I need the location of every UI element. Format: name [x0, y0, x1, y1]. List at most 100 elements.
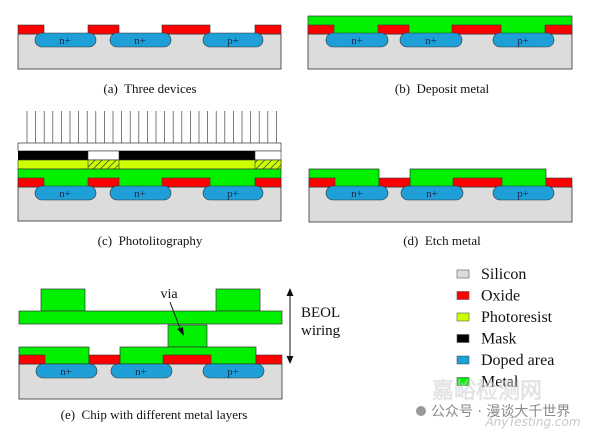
doped-area	[109, 185, 172, 201]
panel-a: n+ n+ p+ (a) Three devices	[17, 24, 282, 96]
exposed-photoresist	[254, 159, 282, 170]
device-label: n+	[135, 366, 147, 378]
watermark-site: AnyTesting.com	[484, 415, 580, 429]
legend-swatch	[456, 291, 470, 300]
oxide-segment	[308, 177, 336, 188]
device-label: p+	[227, 188, 239, 200]
legend-swatch	[456, 355, 470, 365]
beol-label-wiring: wiring	[301, 323, 341, 339]
mask-opening	[87, 150, 120, 161]
doped-area	[400, 185, 464, 201]
device-label: n+	[60, 366, 72, 378]
upper-metal-line	[18, 310, 283, 325]
device-label: n+	[59, 35, 71, 47]
caption-c: (c) Photolitography	[98, 233, 203, 248]
upper-metal-pad	[40, 288, 86, 312]
doped-area	[492, 32, 555, 48]
upper-metal-pad	[215, 288, 261, 312]
legend-label: Metal	[481, 374, 519, 391]
oxide-segment	[254, 24, 282, 35]
doped-area	[109, 32, 172, 48]
oxide-segment	[451, 24, 502, 35]
device-label: p+	[227, 35, 239, 47]
doped-area	[325, 185, 389, 201]
metal-layer	[17, 168, 282, 188]
oxide-segment	[18, 354, 46, 365]
device-label: n+	[425, 35, 437, 47]
oxide-segment	[254, 177, 282, 188]
legend-label: Silicon	[481, 266, 526, 283]
panel-d: n+ n+ p+ (d) Etch metal	[308, 168, 573, 248]
doped-area	[34, 185, 97, 201]
device-label: n+	[134, 35, 146, 47]
caption-a: (a) Three devices	[103, 81, 196, 96]
oxide-segment	[255, 354, 283, 365]
device-label: n+	[134, 188, 146, 200]
oxide-segment	[378, 177, 411, 188]
legend-label: Photoresist	[481, 309, 553, 326]
oxide-segment	[161, 177, 211, 188]
oxide-segment	[162, 354, 212, 365]
oxide-segment	[161, 24, 211, 35]
caption-b: (b) Deposit metal	[395, 81, 490, 96]
beol-arrowhead-up	[286, 288, 294, 296]
doped-area	[202, 185, 264, 201]
via-pointer-arrow	[169, 301, 182, 332]
device-label: n+	[426, 188, 438, 200]
legend-swatch	[456, 269, 470, 279]
device-label: n+	[351, 188, 363, 200]
metal-layer	[307, 15, 573, 35]
mask-opening	[254, 150, 282, 161]
legend-swatch	[456, 334, 470, 343]
doped-area	[110, 363, 173, 379]
oxide-segment	[452, 177, 503, 188]
mask-opaque	[119, 151, 255, 160]
device-label: p+	[517, 188, 529, 200]
mask-opaque	[18, 151, 88, 160]
caption-e: (e) Chip with different metal layers	[61, 407, 248, 422]
legend-label: Oxide	[481, 288, 520, 305]
legend-label: Doped area	[481, 352, 554, 369]
doped-area	[34, 32, 97, 48]
doped-area	[202, 32, 264, 48]
oxide-segment	[544, 24, 573, 35]
oxide-segment	[17, 24, 45, 35]
via-label: via	[160, 287, 178, 302]
watermark-text: 公众号 · 漫谈大千世界	[431, 404, 570, 420]
oxide-segment	[307, 24, 335, 35]
oxide-segment	[87, 177, 120, 188]
panel-c: n+ n+ p+ (c) Photolitography	[17, 111, 282, 248]
panel-e: n+ n+ p+ via BEOL wiring (e) Chip with d…	[18, 287, 341, 422]
beol-arrowhead-down	[286, 356, 294, 364]
doped-area	[35, 363, 98, 379]
oxide-segment	[17, 177, 45, 188]
oxide-segment	[545, 177, 573, 188]
device-label: n+	[59, 188, 71, 200]
caption-d: (d) Etch metal	[403, 233, 481, 248]
photoresist-layer	[17, 159, 282, 170]
device-label: n+	[351, 35, 363, 47]
oxide-segment	[87, 24, 120, 35]
device-label: p+	[517, 35, 529, 47]
legend-label: Mask	[481, 331, 517, 348]
doped-area	[325, 32, 389, 48]
via	[167, 324, 208, 348]
panel-b: n+ n+ p+ (b) Deposit metal	[307, 15, 573, 96]
doped-area	[202, 363, 265, 379]
oxide-segment	[377, 24, 410, 35]
watermark: 嘉峪检测网 公众号 · 漫谈大千世界 AnyTesting.com	[416, 378, 581, 429]
doped-area	[399, 32, 463, 48]
legend-swatch	[456, 312, 470, 322]
beol-label: BEOL	[301, 305, 340, 321]
watermark-site-cn: 嘉峪检测网	[432, 378, 542, 404]
legend-swatch	[456, 377, 470, 386]
exposed-photoresist	[87, 159, 120, 170]
doped-area	[492, 185, 555, 201]
wechat-icon	[416, 406, 426, 416]
oxide-segment	[88, 354, 121, 365]
device-label: p+	[227, 366, 239, 378]
mask-frame	[17, 142, 282, 152]
via-pointer-arrowhead	[177, 327, 184, 336]
